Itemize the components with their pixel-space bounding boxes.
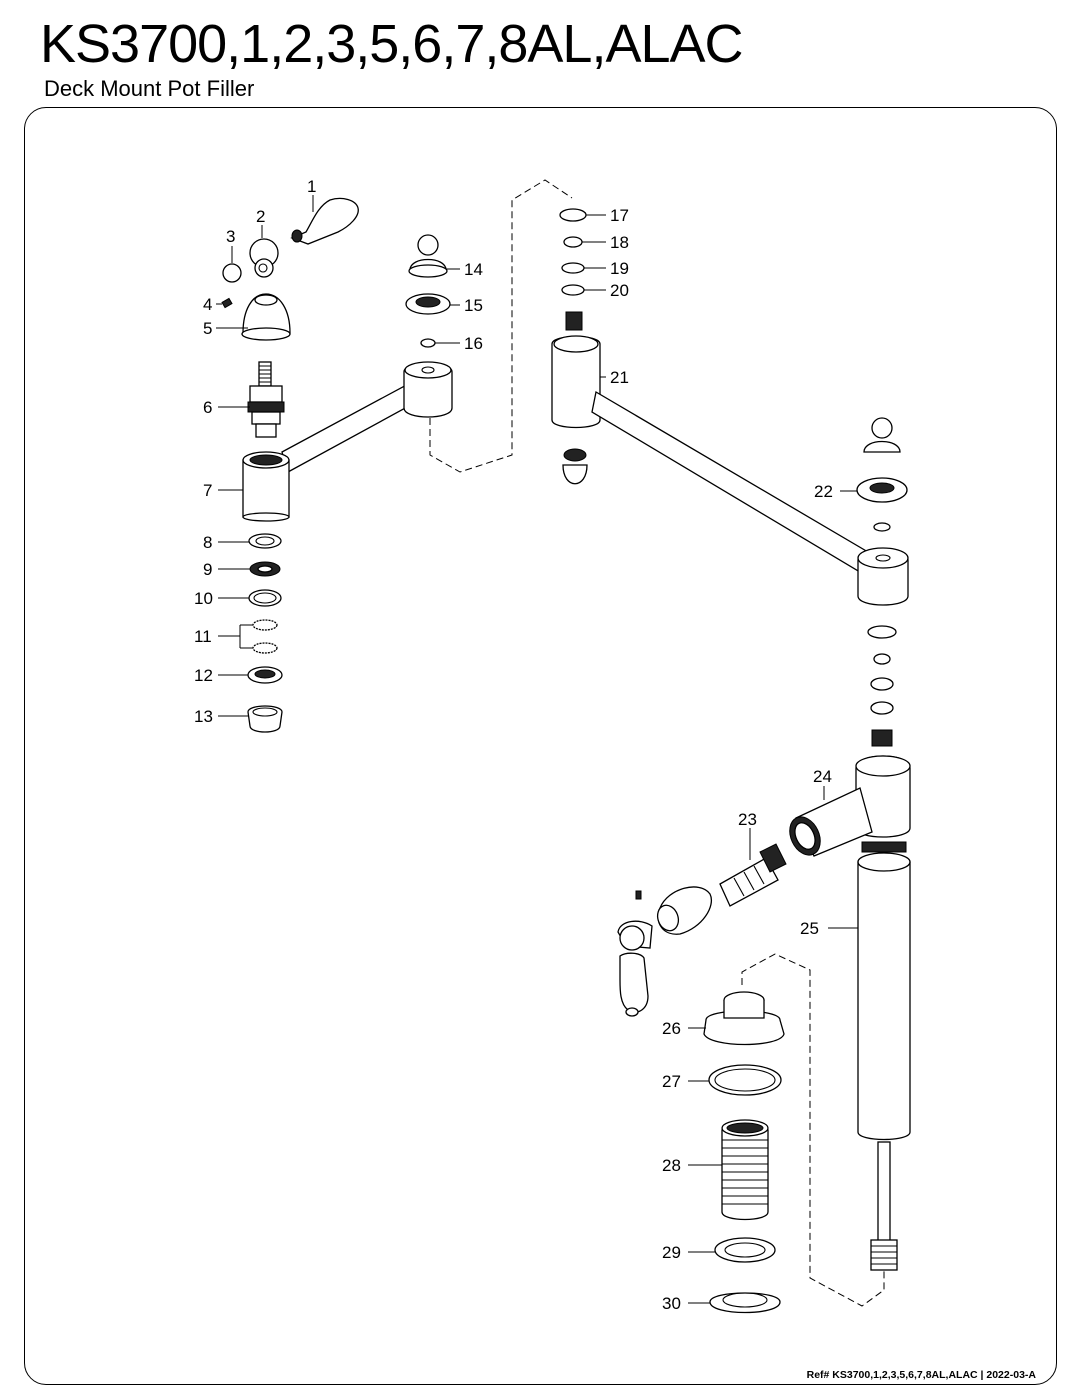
callout-2: 2 [256,207,265,226]
page-subtitle: Deck Mount Pot Filler [44,76,255,101]
callout-30: 30 [662,1294,681,1313]
callout-22: 22 [814,482,833,501]
part-28-threaded-nipple [721,1129,769,1221]
callout-7: 7 [203,481,212,500]
callout-27: 27 [662,1072,681,1091]
upper-swivel-cap-parts [405,234,451,348]
part-3-index-button [222,263,242,283]
part-11-screen-a [252,619,278,631]
callout-5: 5 [203,319,212,338]
callout-3: 3 [226,227,235,246]
part-5-bonnet [241,293,291,341]
middle-seal-stack [867,625,897,715]
part-19-washer [561,262,585,274]
part-25-shank-tube [857,841,911,1271]
part-14-cap [417,234,439,256]
callout-25: 25 [800,919,819,938]
leader-lines [216,195,858,1304]
callout-6: 6 [203,398,212,417]
callout-13: 13 [194,707,213,726]
callout-28: 28 [662,1156,681,1175]
part-29-washer [714,1237,776,1263]
callout-15: 15 [464,296,483,315]
callout-19: 19 [610,259,629,278]
diagram-frame [24,107,1057,1385]
callout-23: 23 [738,810,757,829]
swivel-knuckle-upper [403,361,453,418]
callout-4: 4 [203,295,212,314]
part-13-aerator-housing [247,705,283,733]
aerator-stack [247,533,283,733]
callout-14: 14 [464,260,483,279]
callout-9: 9 [203,560,212,579]
callout-8: 8 [203,533,212,552]
callout-29: 29 [662,1243,681,1262]
part-2-handle-hub [249,238,279,278]
reference-footer: Ref# KS3700,1,2,3,5,6,7,8AL,ALAC | 2022-… [806,1369,1036,1381]
upper-seal-stack [559,208,587,296]
assembly-line-lower [741,953,885,1307]
part-1-lever-handle [290,197,359,245]
page-title: KS3700,1,2,3,5,6,7,8AL,ALAC [40,14,744,74]
callout-21: 21 [610,368,629,387]
callout-11: 11 [194,627,212,646]
part-22-cap [871,417,893,439]
callout-18: 18 [610,233,629,252]
part-7-spout-body [242,381,421,522]
part-16-o-ring [420,338,436,348]
part-4-set-screw [221,297,233,309]
lower-handle-assembly [617,886,712,1017]
middle-swivel-parts [856,417,909,606]
callout-20: 20 [610,281,629,300]
part-8-washer [248,533,282,549]
part-30-lock-nut [709,1292,781,1314]
part-18-bushing [563,236,583,248]
callout-16: 16 [464,334,483,353]
callout-17: 17 [610,206,629,225]
callout-24: 24 [813,767,832,786]
part-11-screen-b [252,642,278,654]
part-24-valve-body [789,729,911,857]
callout-26: 26 [662,1019,681,1038]
callout-1: 1 [307,177,316,196]
callout-12: 12 [194,666,213,685]
part-23-cartridge [719,843,787,907]
callout-10: 10 [194,589,213,608]
part-21-swivel-elbow [551,311,869,573]
part-6-cartridge [247,361,285,438]
assembly-line-upper [429,179,573,473]
part-20-washer [561,284,585,296]
part-17-o-ring [559,208,587,222]
mounting-stack [703,991,785,1314]
part-27-gasket [708,1064,782,1096]
